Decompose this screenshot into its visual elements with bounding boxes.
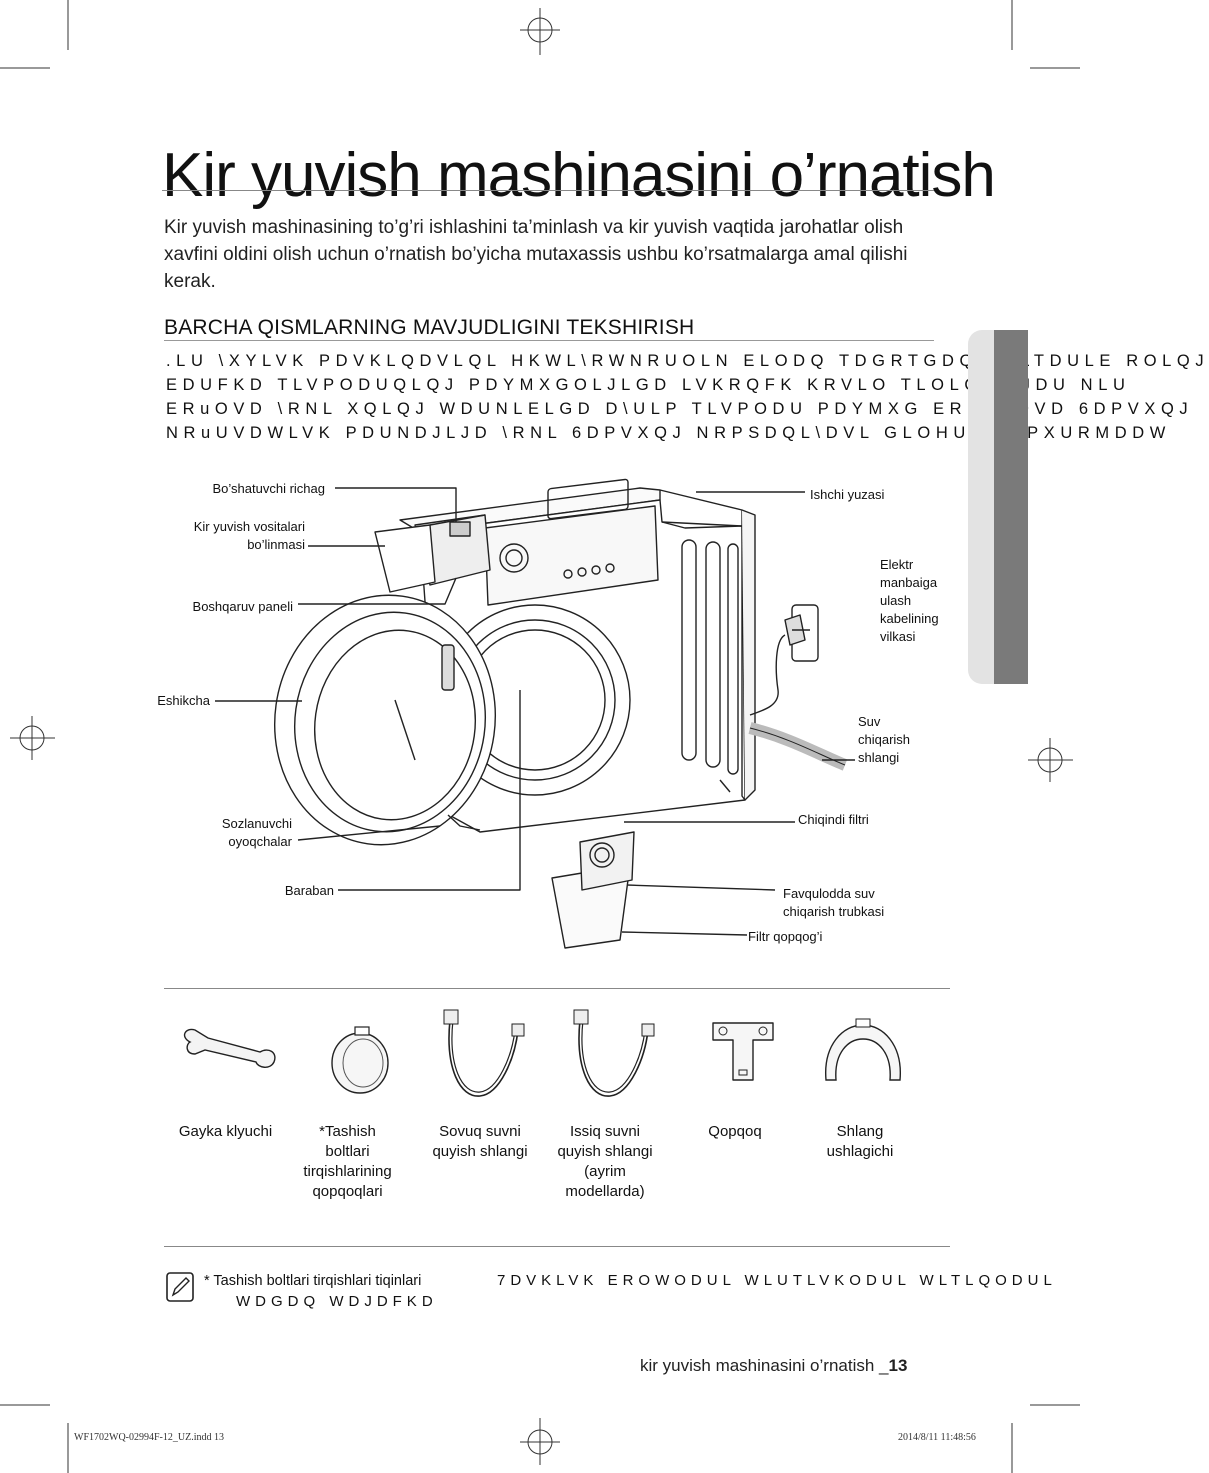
label-drain-hose: chiqarish [858,732,911,747]
chapter-tab [968,330,1028,684]
print-file-name: WF1702WQ-02994F-12_UZ.indd 13 [74,1432,224,1443]
label-power-plug: Elektr [880,557,914,572]
crop-marks [0,0,1080,1473]
cold-hose-icon [443,1009,525,1097]
label-drain-hose: Suv [858,714,881,729]
label-emergency-drain: chiqarish trubkasi [783,904,885,919]
label-control-panel: Boshqaruv paneli [192,599,293,614]
hole-cap-icon [331,1026,389,1094]
cover-icon [712,1022,774,1081]
label-power-plug: vilkasi [880,629,916,644]
label-emergency-drain: Favqulodda suv [783,886,875,901]
section-title: BARCHA QISMLARNING MAVJUDLIGINI TEKSHIRI… [164,316,695,339]
hot-hose-icon [573,1009,655,1097]
title-divider [162,190,934,191]
label-levelling-feet: Sozlanuvchi [221,816,292,831]
label-power-plug: ulash [880,593,912,608]
garbled-text-line: EDUFKD TLVPODUQLQJ PDYMXGOLJLGD LVKRQFK … [166,376,1131,394]
accessory-label-spanner: Gayka klyuchi [178,1123,273,1140]
note-pencil-icon [166,1272,194,1302]
section-divider [164,340,934,341]
intro-paragraph: Kir yuvish mashinasining to’g’ri ishlash… [164,217,908,292]
accessories-bottom-divider [164,1246,950,1247]
label-worktop: Ishchi yuzasi [810,487,885,502]
label-detergent-drawer: Kir yuvish vositalari [193,519,305,534]
note-garbled-line: 7DVKLVK EROWODUL WLUTLVKODUL WLTLQODUL [497,1272,1057,1289]
accessory-label-cover: Qopqoq [708,1123,762,1140]
label-door: Eshikcha [157,693,210,708]
label-detergent-drawer: bo’linmasi [247,537,305,552]
page-title: Kir yuvish mashinasini o’rnatish [162,141,996,210]
garbled-text-line: ERuOVD \RNL XQLQJ WDUNLELGD D\ULP TLVPOD… [166,400,1194,418]
label-drum: Baraban [284,883,334,898]
label-power-plug: kabelining [880,611,939,626]
print-timestamp: 2014/8/11 11:48:56 [898,1432,976,1443]
label-levelling-feet: oyoqchalar [228,834,292,849]
spanner-icon [183,1028,276,1068]
garbled-text-line: .LU \XYLVK PDVKLQDVLQL HKWL\RWNRUOLN ELO… [166,352,1209,370]
washing-machine-illustration [215,478,855,949]
garbled-text-line: NRuUVDWLVK PDUNDJLJD \RNL 6DPVXQJ NRPSDQ… [166,424,1171,442]
label-power-plug: manbaiga [880,575,938,590]
label-drain-hose: shlangi [858,750,900,765]
label-release-lever: Bo’shatuvchi richag [212,481,326,496]
accessories-top-divider [164,988,950,989]
hose-guide-icon [825,1018,901,1081]
page-footer-title: kir yuvish mashinasini o’rnatish _13 [640,1356,908,1375]
note-garbled-line: WDGDQ WDJDFKD [236,1293,438,1310]
note-text: * Tashish boltlari tirqishlari tiqinlari [204,1273,422,1289]
label-filter-cover: Filtr qopqog’i [748,929,823,944]
label-debris-filter: Chiqindi filtri [798,812,869,827]
